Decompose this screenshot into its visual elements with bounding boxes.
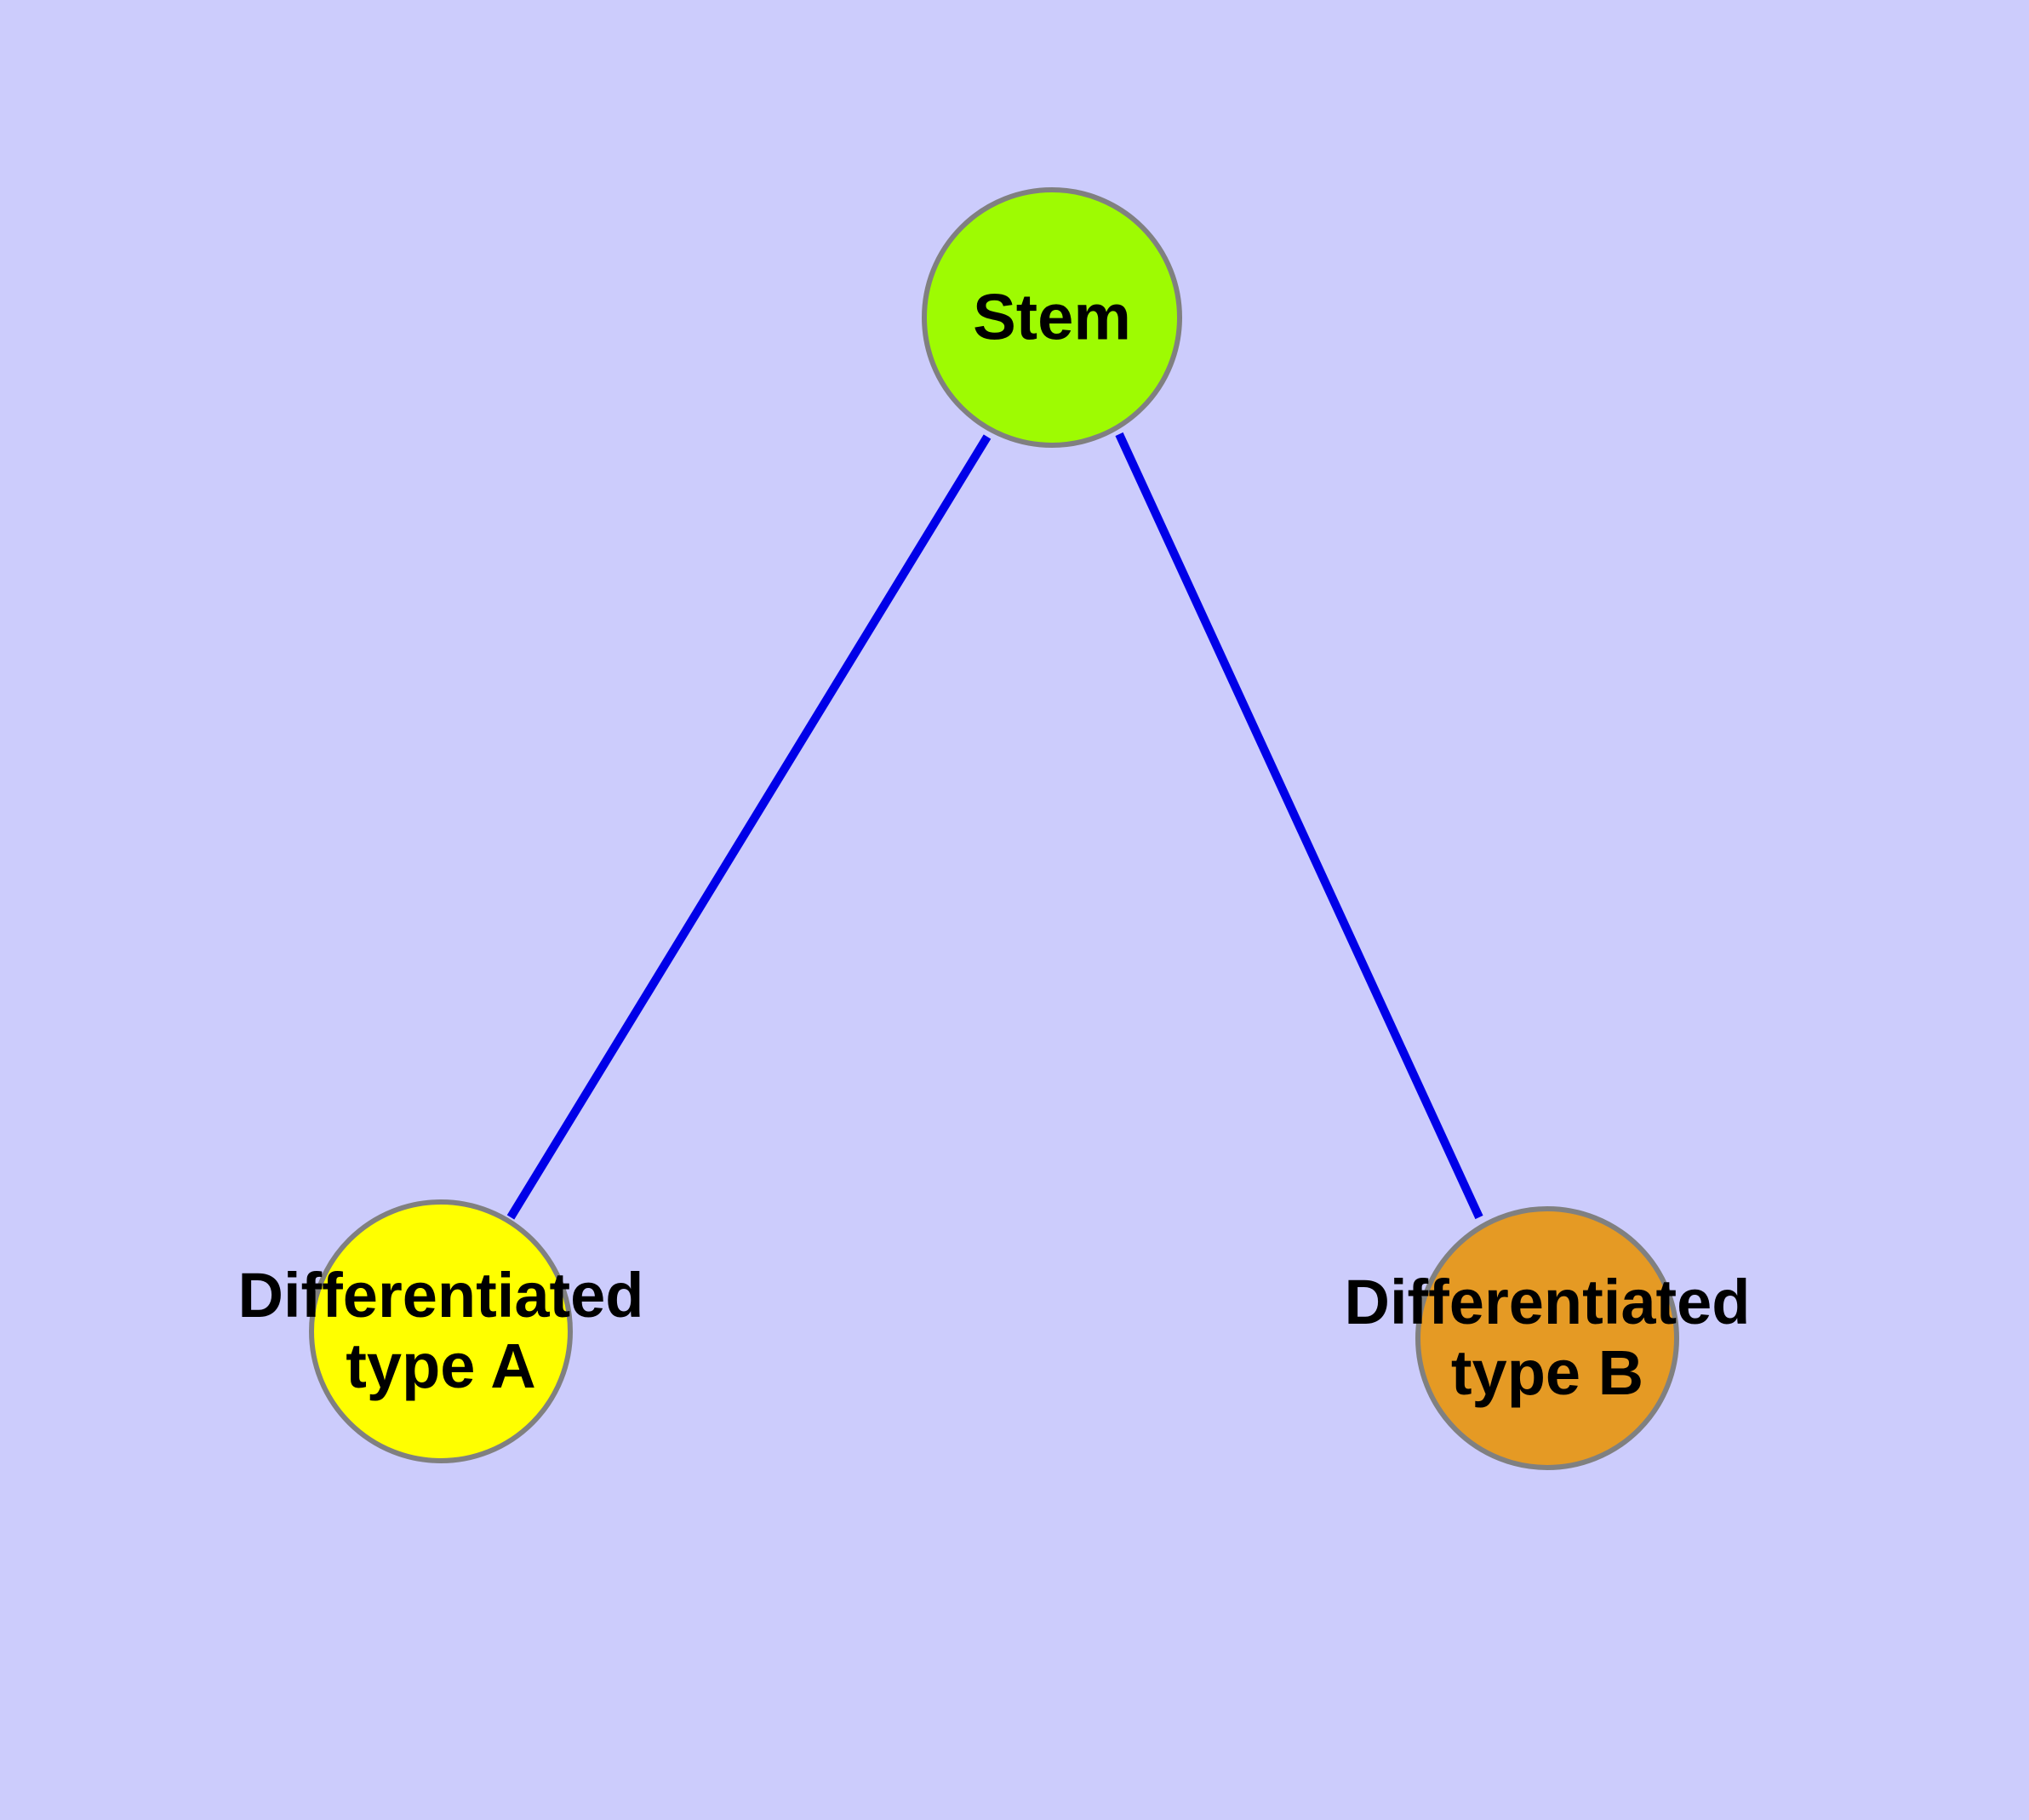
node-diff-a[interactable] — [309, 1199, 573, 1463]
edge-stem-to-diff-a[interactable] — [506, 434, 992, 1220]
edge-stem-to-diff-b[interactable] — [1115, 432, 1483, 1220]
node-layer — [309, 187, 1679, 1470]
edge-layer — [506, 432, 1483, 1220]
node-stem[interactable] — [922, 187, 1182, 448]
node-diff-b[interactable] — [1415, 1206, 1679, 1470]
